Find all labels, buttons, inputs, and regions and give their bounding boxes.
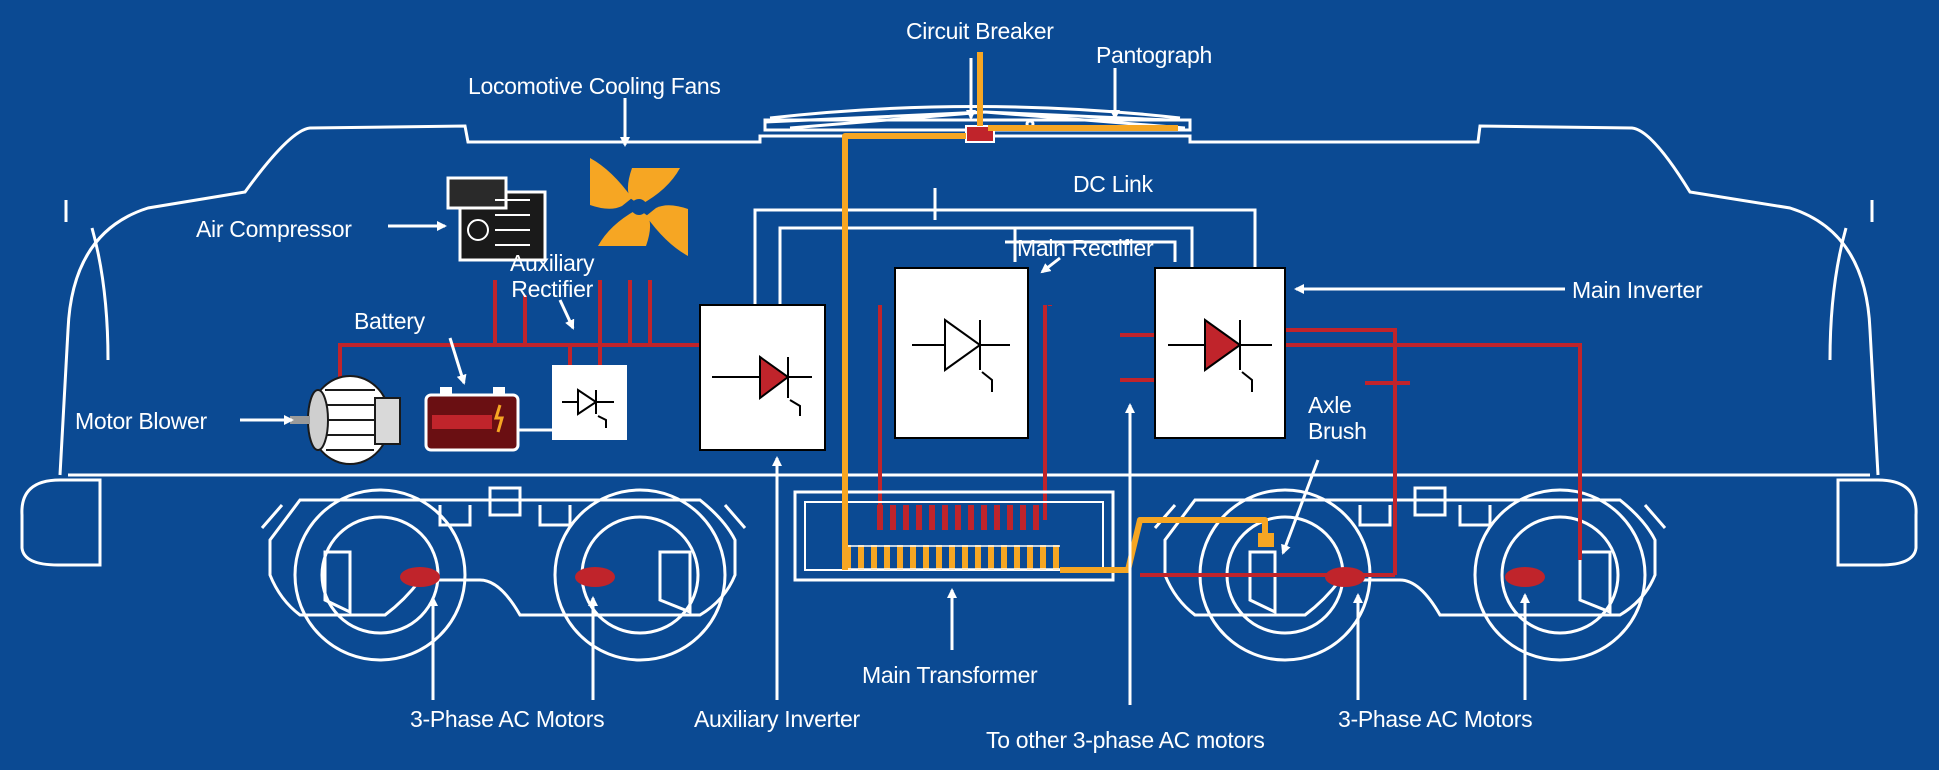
main-circuit-wiring [878,305,1582,577]
auxiliary-rectifier-label: Auxiliary Rectifier [510,250,595,303]
battery-label: Battery [354,308,425,334]
battery-icon [424,387,520,452]
dc-link-label: DC Link [1073,171,1153,197]
main-transformer-label: Main Transformer [862,662,1038,688]
pantograph [763,105,1192,132]
main-rectifier-label: Main Rectifier [1017,235,1154,261]
fan-icon [590,158,688,256]
auxiliary-rectifier-box [552,365,627,440]
axle-brush-contact [1258,533,1274,547]
dc-link-bus [753,188,1257,305]
main-rectifier-box [894,267,1029,439]
axle-brush-label: Axle Brush [1308,392,1367,445]
power-path [842,52,1268,573]
air-compressor-icon [446,176,547,262]
right-bogie [1153,486,1667,662]
main-inverter-box [1154,267,1286,439]
motors-right-label: 3-Phase AC Motors [1338,706,1533,732]
other-motors-label: To other 3-phase AC motors [986,727,1265,753]
auxiliary-inverter-label: Auxiliary Inverter [694,706,860,732]
pantograph-label: Pantograph [1096,42,1212,68]
auxiliary-inverter-box [699,304,826,451]
motor-blower-icon [290,375,401,465]
cooling-fans-label: Locomotive Cooling Fans [468,73,721,99]
main-inverter-label: Main Inverter [1572,277,1703,303]
motors-left-label: 3-Phase AC Motors [410,706,605,732]
auxiliary-wiring [338,280,700,380]
callout-arrows [240,58,1565,705]
circuit-breaker-label: Circuit Breaker [906,18,1054,44]
motor-blower-label: Motor Blower [75,408,207,434]
main-transformer [793,490,1115,582]
left-bogie [260,486,747,662]
air-compressor-label: Air Compressor [196,216,352,242]
